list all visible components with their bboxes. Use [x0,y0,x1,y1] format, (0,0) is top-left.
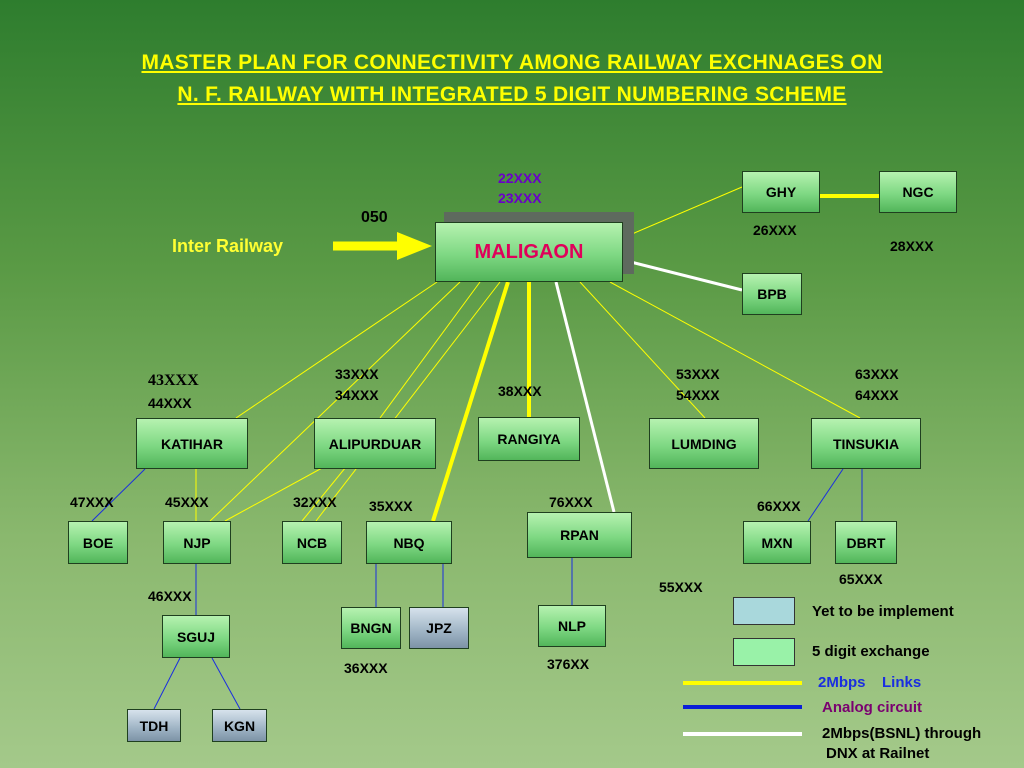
link-maligaon-ghy [624,186,743,238]
legend-2mbps-a: 2Mbps [818,674,866,691]
code-extra-55xxx: 55XXX [659,579,703,595]
link-maligaon-katihar [235,281,438,419]
code-bngn: 36XXX [344,660,388,676]
node-nlp[interactable]: NLP [538,605,606,647]
inter-railway-code: 050 [361,209,388,226]
node-maligaon[interactable]: MALIGAON [435,222,623,282]
code-katihar-1: 43XXX [148,372,199,389]
code-boe: 47XXX [70,494,114,510]
node-ghy[interactable]: GHY [742,171,820,213]
node-nbq[interactable]: NBQ [366,521,452,564]
node-tdh[interactable]: TDH [127,709,181,742]
code-alipurduar-2: 34XXX [335,387,379,403]
link-sguj-tdh [153,657,181,710]
link-maligaon-lumding [579,281,706,419]
link-maligaon-ncb [315,281,501,522]
inter-railway-label: Inter Railway [172,236,284,256]
link-alipurduar-njp [224,461,334,522]
node-bpb[interactable]: BPB [742,273,802,315]
code-tinsukia-2: 64XXX [855,387,899,403]
link-maligaon-njp [209,281,461,522]
link-maligaon-bpb [622,258,743,292]
legend-bsnl-2: DNX at Railnet [826,745,930,762]
code-maligaon-1: 22XXX [498,170,542,186]
node-alipurduar[interactable]: ALIPURDUAR [314,418,436,469]
legend-five-digit: 5 digit exchange [812,643,930,660]
link-maligaon-tinsukia [609,281,861,419]
node-ngc[interactable]: NGC [879,171,957,213]
code-nbq: 35XXX [369,498,413,514]
code-maligaon-2: 23XXX [498,190,542,206]
node-njp[interactable]: NJP [163,521,231,564]
code-alipurduar-1: 33XXX [335,366,379,382]
node-boe[interactable]: BOE [68,521,128,564]
legend-analog: Analog circuit [822,699,923,716]
inter-railway-arrow [333,232,432,260]
link-sguj-kgn [211,657,241,710]
node-kgn[interactable]: KGN [212,709,267,742]
code-tinsukia-1: 63XXX [855,366,899,382]
legend-swatch-five-digit [733,638,795,666]
link-maligaon-alipurduar [379,281,481,419]
legend-swatch-yet-to-implement [733,597,795,625]
title-line-2: N. F. RAILWAY WITH INTEGRATED 5 DIGIT NU… [177,83,847,106]
code-ncb: 32XXX [293,494,337,510]
node-jpz[interactable]: JPZ [409,607,469,649]
legend-yet-to-implement: Yet to be implement [812,603,954,620]
link-alipurduar-ncb [301,461,351,522]
code-lumding-2: 54XXX [676,387,720,403]
node-tinsukia[interactable]: TINSUKIA [811,418,921,469]
code-njp: 45XXX [165,494,209,510]
node-rangiya[interactable]: RANGIYA [478,417,580,461]
link-katihar-boe [91,468,146,522]
node-mxn[interactable]: MXN [743,521,811,564]
link-tinsukia-mxn [807,468,844,522]
node-katihar[interactable]: KATIHAR [136,418,248,469]
link-maligaon-rpan [554,281,616,513]
node-dbrt[interactable]: DBRT [835,521,897,564]
legend-2mbps-b: Links [882,674,922,691]
code-rpan: 76XXX [549,494,593,510]
code-ghy: 26XXX [753,222,797,238]
code-ngc: 28XXX [890,238,934,254]
code-lumding-1: 53XXX [676,366,720,382]
code-mxn: 66XXX [757,498,801,514]
code-dbrt: 65XXX [839,571,883,587]
node-ncb[interactable]: NCB [282,521,342,564]
link-maligaon-nbq [431,281,510,522]
node-bngn[interactable]: BNGN [341,607,401,649]
node-rpan[interactable]: RPAN [527,512,632,558]
node-lumding[interactable]: LUMDING [649,418,759,469]
code-nlp: 376XX [547,656,590,672]
code-sguj: 46XXX [148,588,192,604]
legend-bsnl-1: 2Mbps(BSNL) through [822,725,982,742]
title-line-1: MASTER PLAN FOR CONNECTIVITY AMONG RAILW… [141,51,883,74]
code-rangiya: 38XXX [498,383,542,399]
node-sguj[interactable]: SGUJ [162,615,230,658]
code-katihar-2: 44XXX [148,395,192,411]
